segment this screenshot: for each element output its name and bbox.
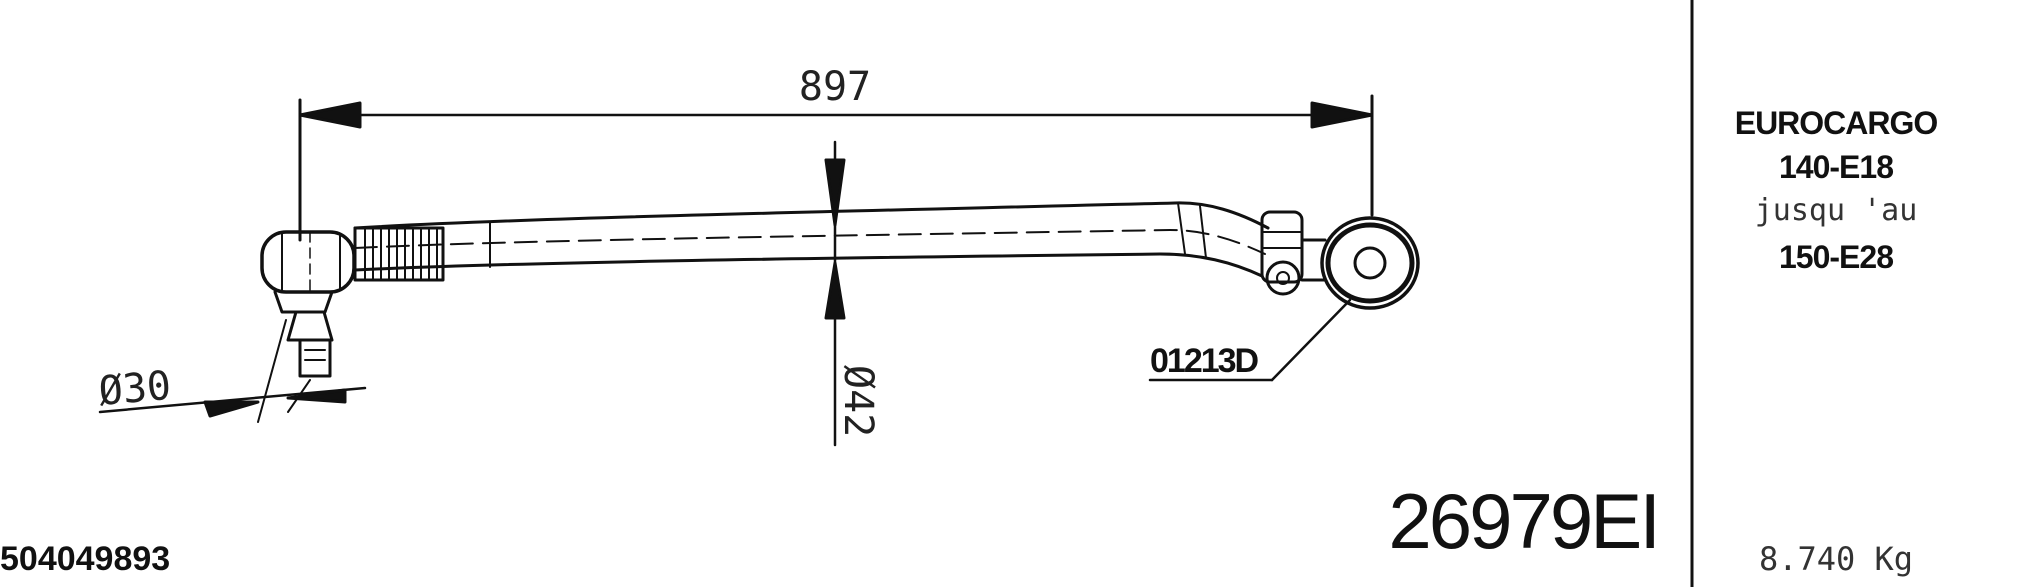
tube-dim-label: Ø42 xyxy=(835,365,881,437)
tube-diameter-dimension xyxy=(824,140,846,447)
range-to: 150-E28 xyxy=(1779,239,1893,275)
oem-reference: 504049893 xyxy=(0,540,170,578)
part-number: 26979EI xyxy=(1388,477,1658,565)
tie-rod-tube xyxy=(353,201,1270,278)
right-eye-end xyxy=(1260,210,1420,310)
range-connector: jusqu 'au xyxy=(1755,193,1918,228)
callout-label: 01213D xyxy=(1150,342,1259,380)
ball-pin-dim-label: Ø30 xyxy=(97,363,173,415)
left-ball-joint xyxy=(260,230,356,314)
length-dimension-line xyxy=(298,94,1374,242)
length-dim-label: 897 xyxy=(799,64,871,110)
threaded-section xyxy=(353,226,445,282)
ball-pin-diameter-dimension xyxy=(98,319,367,423)
model-name: EUROCARGO xyxy=(1735,105,1938,141)
weight-label: 8.740 Kg xyxy=(1759,540,1913,578)
ball-pin xyxy=(286,310,334,378)
callout-leader xyxy=(1148,298,1352,382)
range-from: 140-E18 xyxy=(1779,149,1893,185)
